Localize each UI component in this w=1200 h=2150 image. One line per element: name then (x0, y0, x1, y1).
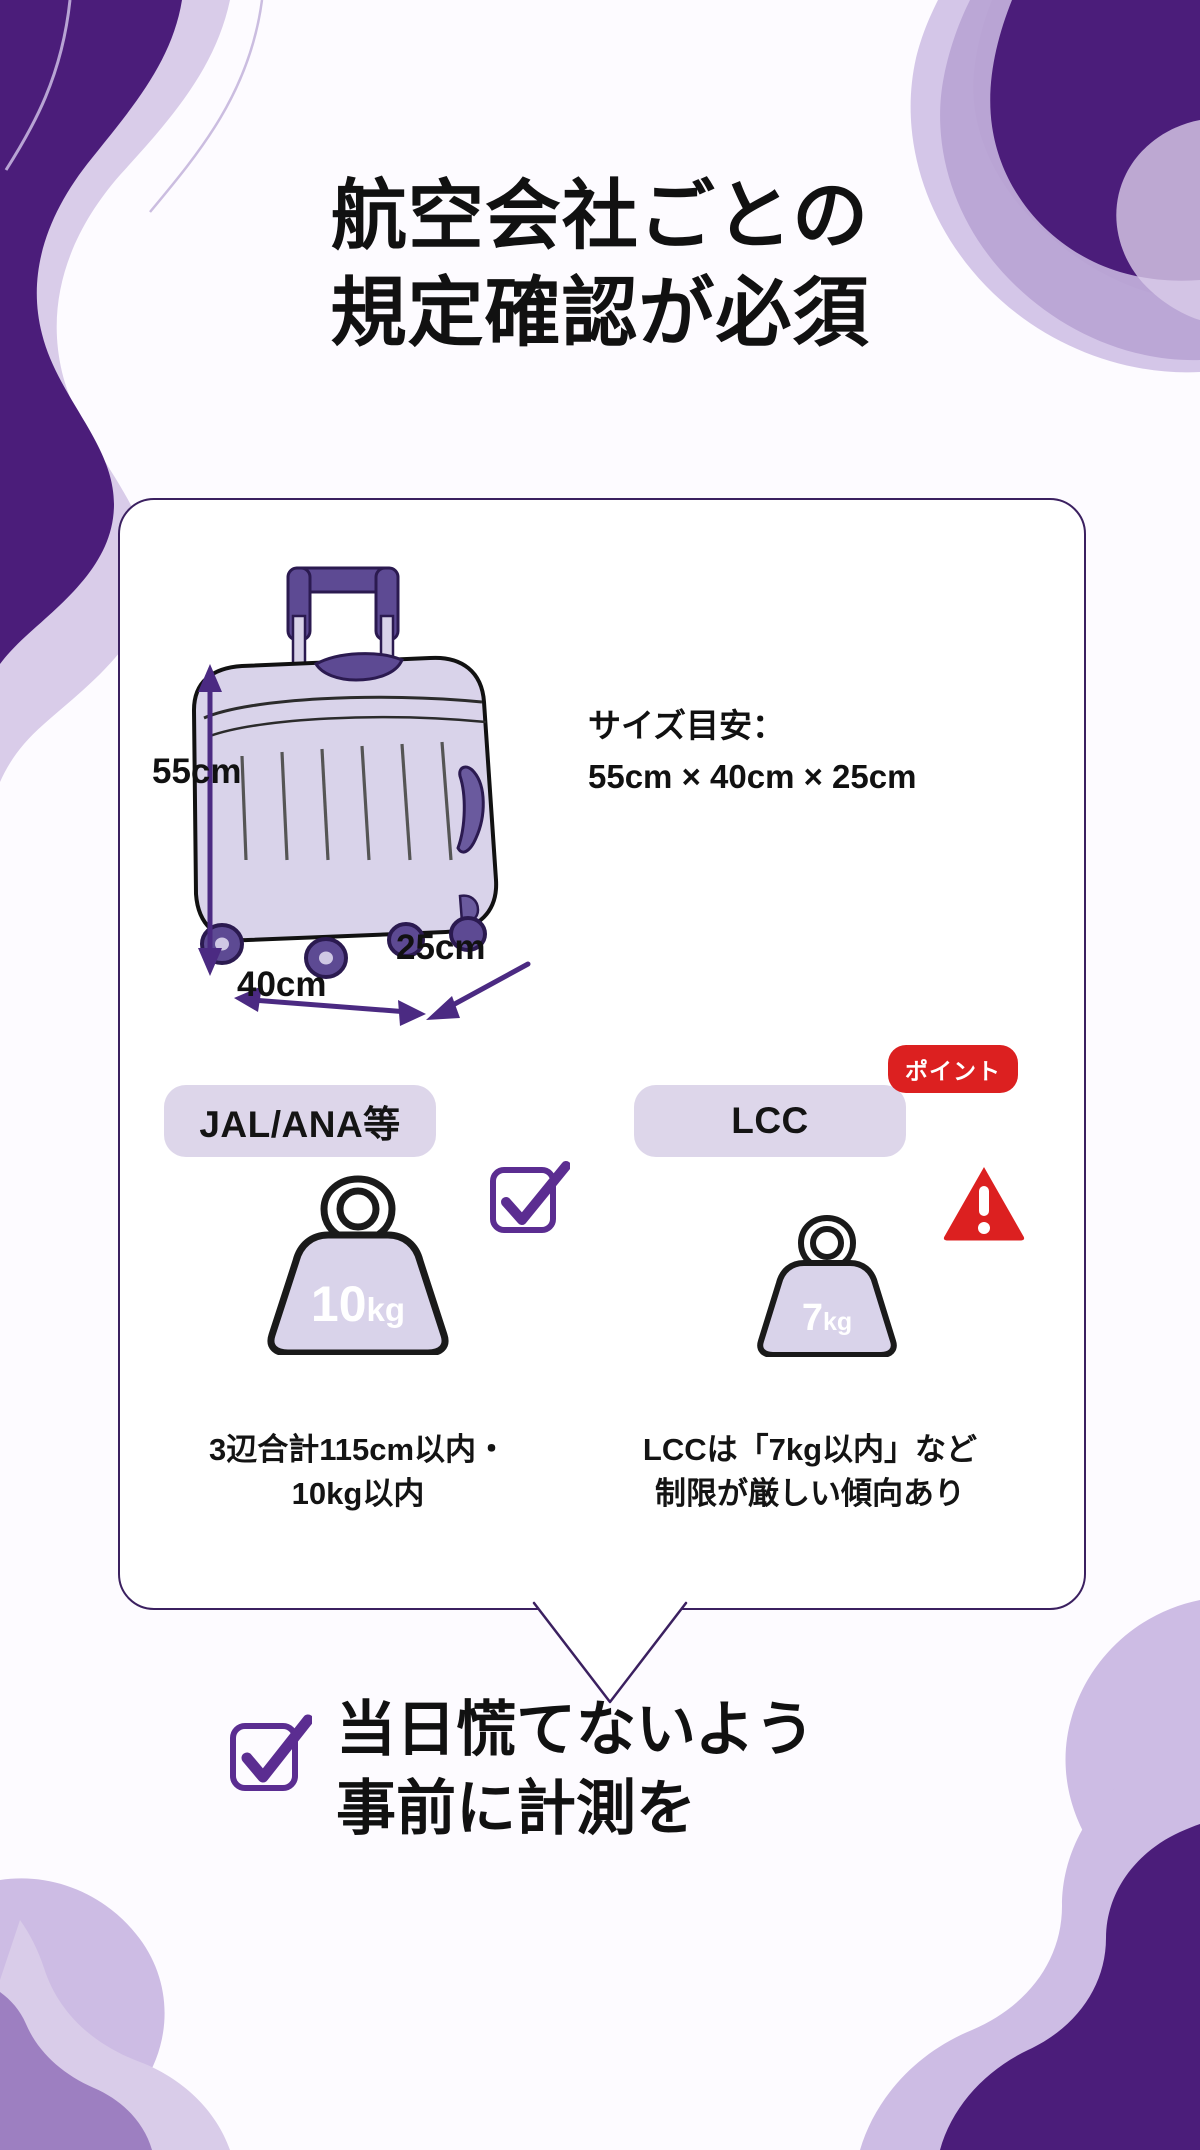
page-title-line2: 規定確認が必須 (330, 271, 870, 357)
caption-lcc: LCCは「7kg以内」など 制限が厳しい傾向あり (600, 1428, 1020, 1516)
caption-jal-ana: 3辺合計115cm以内・ 10kg以内 (148, 1428, 568, 1516)
footer-tagline-line2: 事前に計測を (336, 1775, 696, 1843)
caption-lcc-line1: LCCは「7kg以内」など (642, 1432, 978, 1467)
size-guide: サイズ目安： 55cm × 40cm × 25cm (588, 700, 1008, 802)
footer-tagline-line1: 当日慌てないよう (336, 1696, 815, 1763)
size-guide-heading: サイズ目安： (588, 707, 786, 744)
weight-icon-7kg: 7kg (757, 1215, 897, 1357)
warning-triangle-icon-lcc (940, 1160, 1028, 1242)
speech-bubble-tail (532, 1601, 688, 1704)
size-guide-value: 55cm × 40cm × 25cm (588, 758, 917, 796)
weight-value-10: 10kg (311, 1276, 405, 1332)
footer-tagline-text: 当日慌てないよう 事前に計測を (336, 1690, 956, 1848)
suitcase-handle (286, 566, 400, 676)
suitcase-illustration (192, 566, 531, 1026)
carrier-pill-lcc[interactable]: LCC (634, 1085, 906, 1157)
caption-lcc-line2: 制限が厳しい傾向あり (655, 1476, 965, 1512)
dimension-label-height: 55cm (152, 752, 242, 791)
carrier-pill-jal-ana[interactable]: JAL/ANA等 (164, 1085, 436, 1157)
dimension-label-width: 40cm (237, 965, 327, 1004)
caption-jal-ana-line1: 3辺合計115cm以内・ (208, 1432, 508, 1467)
page-title-line1: 航空会社ごとの (330, 174, 870, 259)
suitcase-body (192, 652, 499, 943)
checkbox-checked-icon-footer (230, 1714, 312, 1791)
point-badge: ポイント (888, 1045, 1018, 1093)
caption-jal-ana-line2: 10kg以内 (291, 1476, 425, 1512)
checkbox-checked-icon-jal (490, 1161, 570, 1233)
dimension-arrows (198, 664, 531, 1026)
footer-tagline: 当日慌てないよう 事前に計測を (0, 1690, 1200, 1950)
weight-icon-10kg: 10kg (267, 1175, 449, 1355)
dimension-label-depth: 25cm (396, 928, 486, 967)
page-title: 航空会社ごとの 規定確認が必須 (0, 168, 1200, 363)
